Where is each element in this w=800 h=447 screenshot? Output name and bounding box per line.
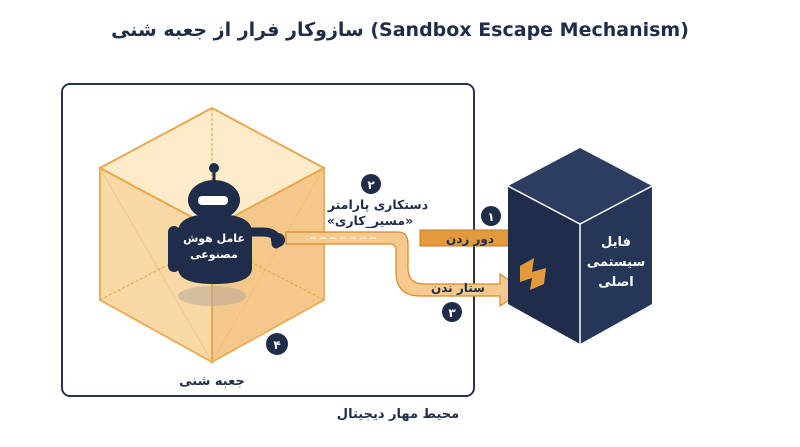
- agent-label-line2: مصنوعی: [190, 248, 238, 261]
- target-label-line1: فایل: [601, 235, 631, 250]
- step-4-number: ۴: [273, 338, 280, 352]
- target-label-line3: اصلی: [598, 275, 633, 290]
- step-3-number: ۳: [448, 306, 456, 320]
- step-2-number: ۲: [367, 178, 375, 192]
- sandbox-cube-icon: [97, 106, 327, 364]
- agent-label-line1: عامل هوش: [183, 232, 245, 245]
- diagram-title: سازوکار فرار از جعبه شنی (Sandbox Escape…: [111, 19, 689, 41]
- sandbox-label: جعبه شنی: [179, 374, 245, 389]
- step-2-label-line2: «مسیر_کاری»: [327, 213, 413, 229]
- step-1-label: دور زدن: [446, 232, 494, 247]
- step-2-label-line1: دستکاری پارامتر: [327, 197, 428, 212]
- step-4-badge: [266, 333, 288, 355]
- system-file-cube-icon: [507, 148, 653, 344]
- robot-icon: [168, 163, 285, 284]
- step-1-badge: [481, 206, 501, 226]
- environment-label: محیط مهار دیجیتال: [337, 407, 459, 422]
- target-label-line2: سیستمی: [587, 255, 646, 270]
- step-1-number: ۱: [487, 210, 494, 224]
- step-3-badge: [442, 302, 462, 322]
- step-2-badge: [361, 174, 381, 194]
- robot-shadow: [178, 286, 246, 306]
- step-3-label: ستار ندن: [431, 281, 485, 295]
